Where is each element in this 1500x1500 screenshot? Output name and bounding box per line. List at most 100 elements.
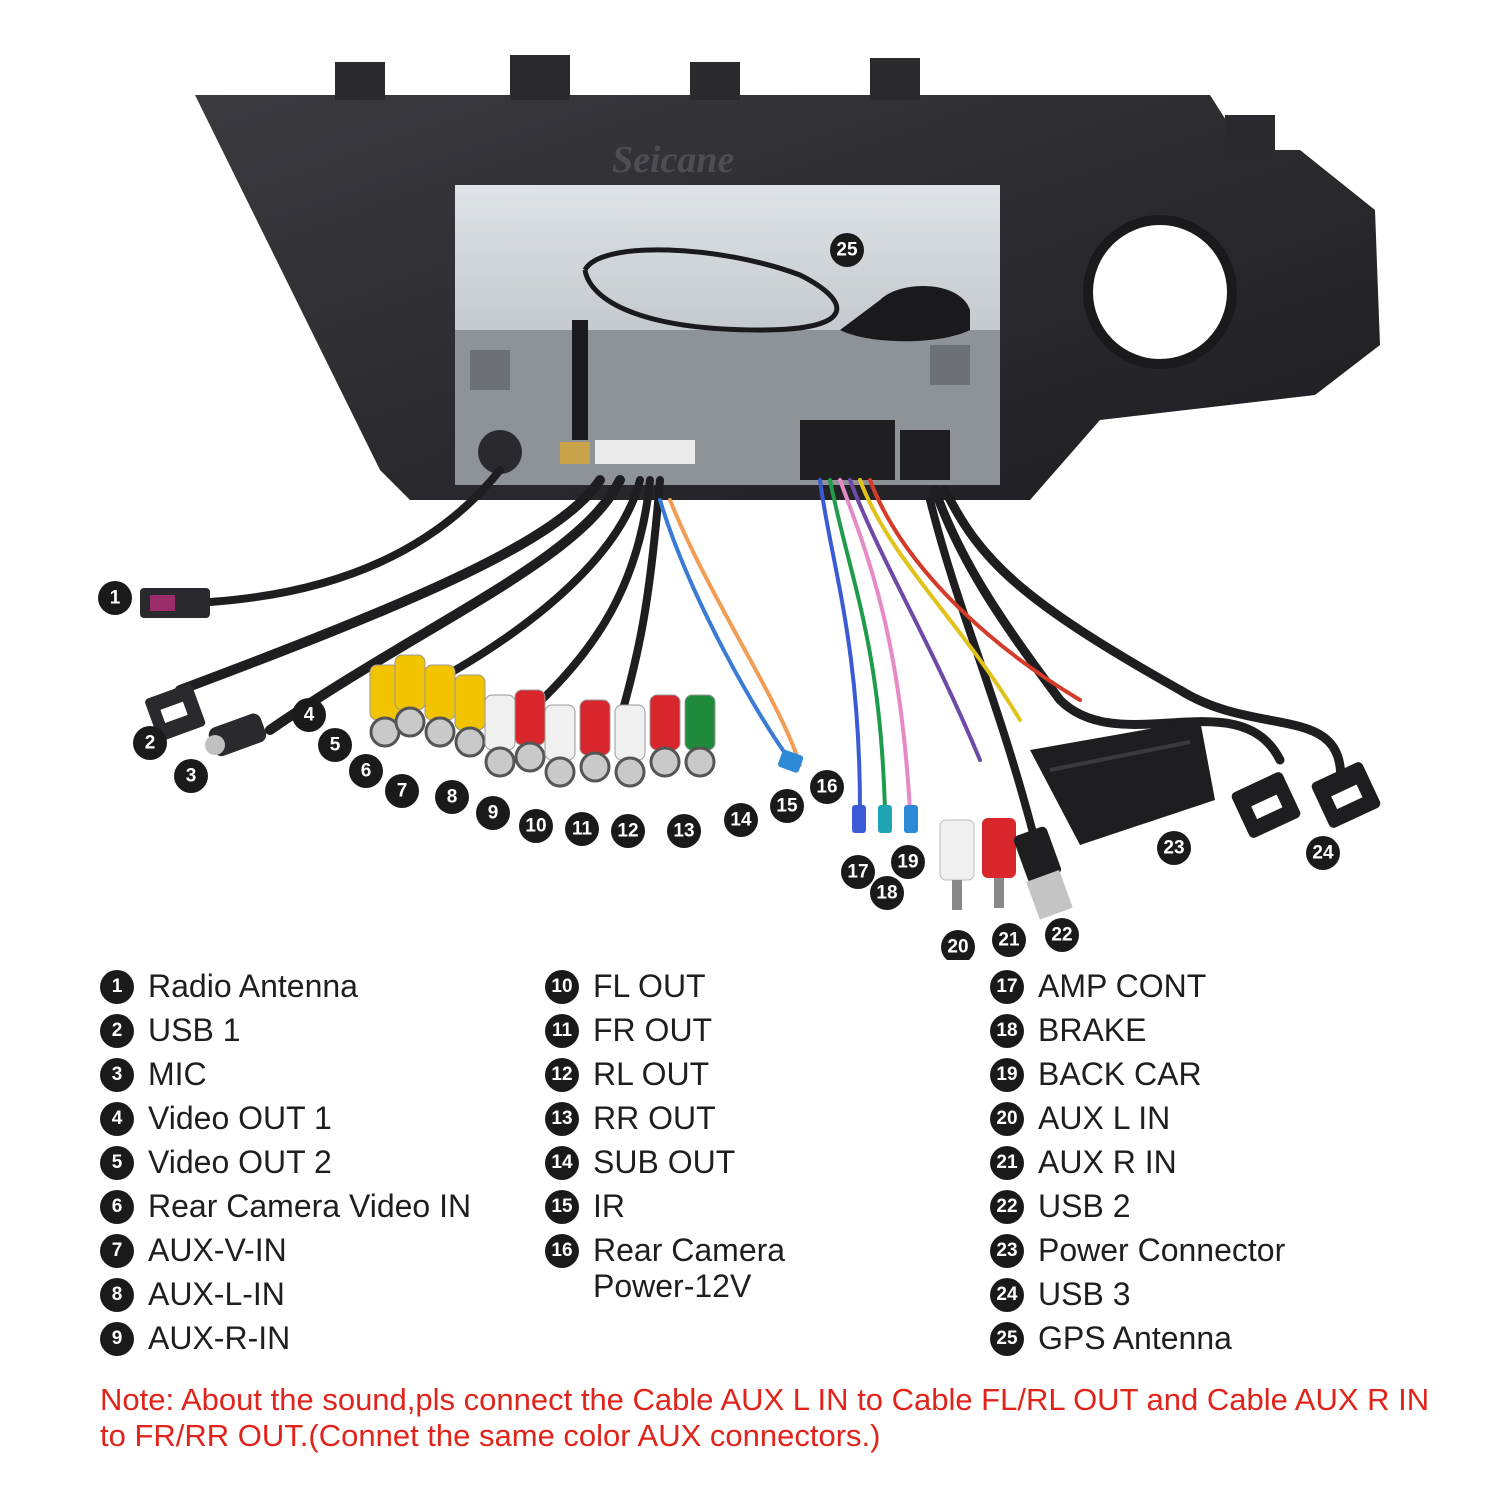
callout-17: 17 <box>841 855 875 889</box>
colored-wires <box>658 478 1082 812</box>
legend-item: 10 FL OUT <box>545 968 785 1012</box>
callout-2: 2 <box>133 726 167 760</box>
legend-number-badge: 11 <box>545 1014 579 1048</box>
legend-number-badge: 22 <box>990 1190 1024 1224</box>
callout-6: 6 <box>349 754 383 788</box>
legend-number-badge: 25 <box>990 1322 1024 1356</box>
wiring-diagram-illustration: Seicane <box>98 55 1381 960</box>
rca-plug <box>649 694 681 778</box>
legend-label: Radio Antenna <box>148 968 358 1004</box>
legend-number-badge: 5 <box>100 1146 134 1180</box>
legend-number-badge: 23 <box>990 1234 1024 1268</box>
legend-number-badge: 12 <box>545 1058 579 1092</box>
callout-number: 11 <box>572 819 593 840</box>
callout-number: 20 <box>947 937 968 958</box>
callout-24: 24 <box>1306 836 1340 870</box>
callout-20: 20 <box>941 930 975 960</box>
legend-item: 1 Radio Antenna <box>100 968 471 1012</box>
power-connector <box>1030 720 1215 845</box>
callout-number: 12 <box>617 821 638 842</box>
sound-connection-note: Note: About the sound,pls connect the Ca… <box>100 1382 1430 1453</box>
callout-16: 16 <box>810 770 844 804</box>
rca-plug <box>544 704 576 788</box>
callout-23: 23 <box>1157 831 1191 865</box>
legend-number-badge: 18 <box>990 1014 1024 1048</box>
legend-label: AUX-L-IN <box>148 1276 285 1312</box>
usb3-connectors <box>1231 762 1381 838</box>
legend-number-badge: 8 <box>100 1278 134 1312</box>
callout-7: 7 <box>385 774 419 808</box>
legend-label: AUX-R-IN <box>148 1320 291 1356</box>
callout-number: 15 <box>776 796 798 817</box>
legend-label: Video OUT 2 <box>148 1144 332 1180</box>
callout-21: 21 <box>992 923 1026 957</box>
rca-plugs <box>369 654 716 788</box>
aux-in-rca <box>939 818 1016 910</box>
legend-number-badge: 4 <box>100 1102 134 1136</box>
cable-bundles <box>175 466 1346 864</box>
legend-label: Video OUT 1 <box>148 1100 332 1136</box>
legend-label: AMP CONT <box>1038 968 1207 1004</box>
legend-number-badge: 1 <box>100 970 134 1004</box>
callout-25: 25 <box>830 233 864 267</box>
legend-number-badge: 2 <box>100 1014 134 1048</box>
legend-label: BACK CAR <box>1038 1056 1202 1092</box>
radio-antenna-connector <box>140 588 210 618</box>
legend-number-badge: 3 <box>100 1058 134 1092</box>
callout-14: 14 <box>724 803 758 837</box>
callout-4: 4 <box>292 698 326 732</box>
legend-number-badge: 16 <box>545 1234 579 1268</box>
legend-label: MIC <box>148 1056 207 1092</box>
mic-connector <box>205 713 267 757</box>
legend-number-badge: 24 <box>990 1278 1024 1312</box>
rca-plug <box>579 699 611 783</box>
legend-item: 5 Video OUT 2 <box>100 1144 471 1188</box>
legend-label: AUX L IN <box>1038 1100 1171 1136</box>
callout-number: 17 <box>847 862 868 883</box>
legend-label: RR OUT <box>593 1100 716 1136</box>
legend-label: FL OUT <box>593 968 706 1004</box>
legend-item: 4 Video OUT 1 <box>100 1100 471 1144</box>
small-pin-connectors <box>778 749 918 833</box>
callout-number: 16 <box>816 777 837 798</box>
callout-number: 1 <box>110 588 121 609</box>
callout-number: 25 <box>836 240 858 261</box>
callout-10: 10 <box>519 809 553 843</box>
usb2-male-plug <box>1013 826 1073 920</box>
legend-item: 8 AUX-L-IN <box>100 1276 471 1320</box>
legend-label: GPS Antenna <box>1038 1320 1232 1356</box>
usb1-connector <box>145 683 206 742</box>
rca-plug <box>394 654 426 738</box>
callout-number: 19 <box>897 852 918 873</box>
rca-plug <box>514 689 546 773</box>
callout-19: 19 <box>891 845 925 879</box>
legend-number-badge: 6 <box>100 1190 134 1224</box>
legend-number-badge: 10 <box>545 970 579 1004</box>
legend-number-badge: 21 <box>990 1146 1024 1180</box>
legend-number-badge: 7 <box>100 1234 134 1268</box>
callout-number: 8 <box>447 787 458 808</box>
legend-item: 25 GPS Antenna <box>990 1320 1285 1364</box>
legend-number-badge: 14 <box>545 1146 579 1180</box>
callout-number: 14 <box>730 810 752 831</box>
legend-label: USB 3 <box>1038 1276 1131 1312</box>
callout-number: 7 <box>397 781 408 802</box>
legend-item: 18 BRAKE <box>990 1012 1285 1056</box>
legend-label: BRAKE <box>1038 1012 1147 1048</box>
legend-label: SUB OUT <box>593 1144 736 1180</box>
